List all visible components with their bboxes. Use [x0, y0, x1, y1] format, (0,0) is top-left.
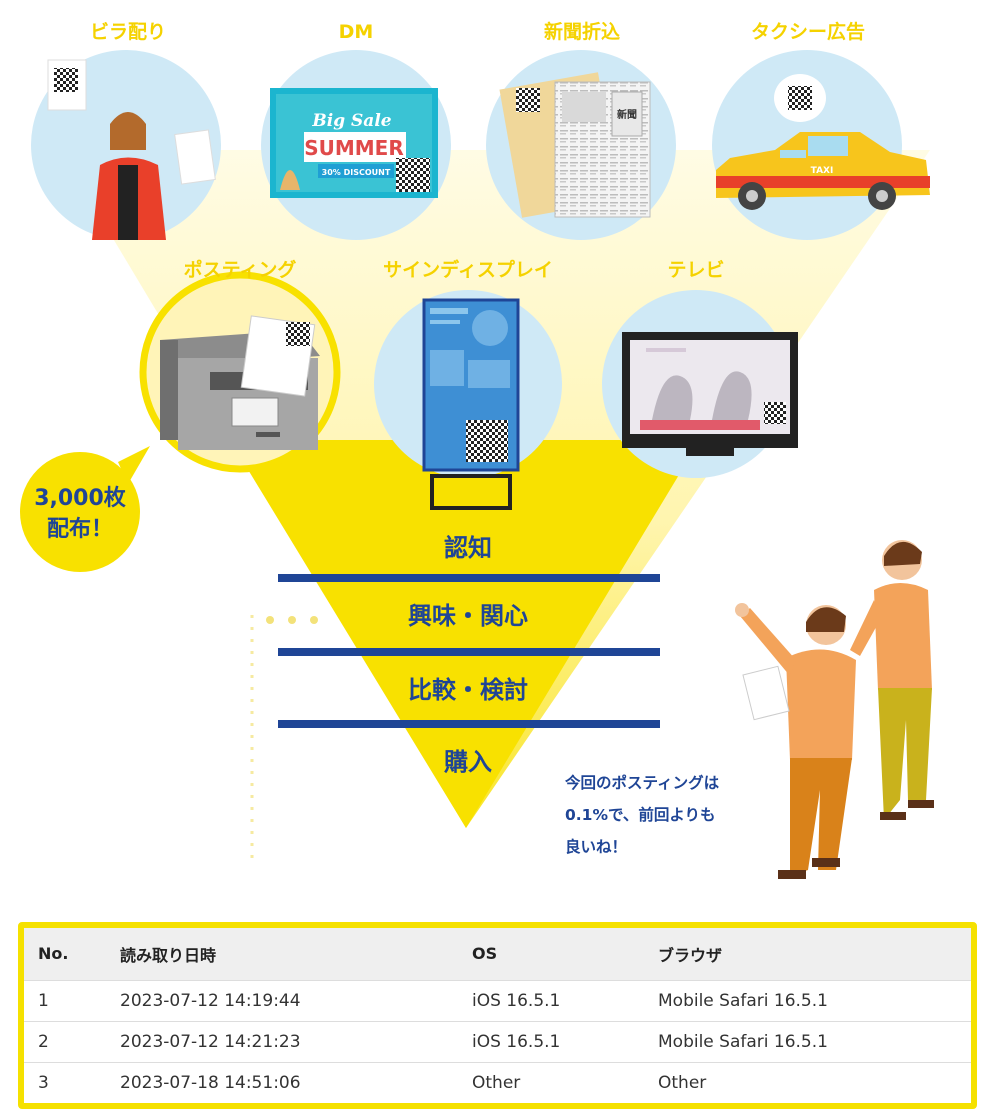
label-newspaper: 新聞折込 [544, 20, 620, 43]
label-posting: ポスティング [184, 258, 297, 281]
scan-log-table: No. 読み取り日時 OS ブラウザ 1 2023-07-12 14:19:44… [24, 928, 971, 1103]
cell-os: Other [458, 1061, 644, 1103]
analysis-comment: 今回のポスティングは 0.1%で、前回よりも 良いね！ [565, 773, 720, 856]
svg-text:Big Sale: Big Sale [311, 111, 391, 131]
table-row: 2 2023-07-12 14:21:23 iOS 16.5.1 Mobile … [24, 1020, 971, 1062]
cell-datetime: 2023-07-18 14:51:06 [106, 1061, 458, 1103]
svg-text:良いね！: 良いね！ [565, 837, 627, 856]
svg-text:0.1%で、前回よりも: 0.1%で、前回よりも [565, 805, 716, 824]
channel-taxi [712, 50, 930, 240]
channel-posting [139, 271, 341, 473]
dm-text: Big Sale SUMMER 30% DISCOUNT [304, 111, 404, 177]
funnel-stage-labels: 認知 興味・関心 比較・検討 購入 [408, 534, 528, 776]
header-datetime: 読み取り日時 [120, 945, 217, 965]
label-dm: DM [339, 21, 374, 43]
callout-count: 3,000枚 [34, 485, 126, 511]
header-no: No. [38, 944, 69, 964]
scan-log-panel: No. 読み取り日時 OS ブラウザ 1 2023-07-12 14:19:44… [18, 922, 977, 1109]
label-taxi: タクシー広告 [751, 20, 865, 43]
channel-labels: ビラ配り DM 新聞折込 タクシー広告 ポスティング サインディスプレイ テレビ [90, 20, 865, 281]
label-tv: テレビ [667, 259, 724, 281]
svg-text:今回のポスティングは: 今回のポスティングは [565, 773, 720, 792]
cell-no: 2 [24, 1020, 106, 1062]
funnel [230, 440, 700, 828]
svg-text:30% DISCOUNT: 30% DISCOUNT [322, 168, 391, 177]
svg-text:新聞: 新聞 [617, 108, 637, 121]
channel-signage [374, 290, 562, 510]
table-row: 3 2023-07-18 14:51:06 Other Other [24, 1061, 971, 1103]
cell-datetime: 2023-07-12 14:21:23 [106, 1020, 458, 1062]
callout-label: 配布！ [47, 516, 113, 542]
cell-browser: Other [644, 1061, 971, 1103]
dotted-guide [250, 615, 318, 865]
stage-purchase: 購入 [444, 748, 492, 776]
stage-comparison: 比較・検討 [408, 676, 528, 704]
channel-tv [602, 290, 798, 478]
channel-newspaper [486, 50, 676, 240]
header-browser: ブラウザ [658, 945, 723, 965]
table-header-row: No. 読み取り日時 OS ブラウザ [24, 928, 971, 980]
stage-interest: 興味・関心 [408, 602, 528, 630]
channel-flyer [31, 50, 221, 240]
table-row: 1 2023-07-12 14:19:44 iOS 16.5.1 Mobile … [24, 979, 971, 1021]
cell-os: iOS 16.5.1 [458, 1020, 644, 1062]
newspaper-text: 新聞 [617, 108, 637, 121]
taxi-text: TAXI [811, 166, 834, 176]
stage-awareness: 認知 [444, 534, 492, 562]
label-signage: サインディスプレイ [383, 258, 553, 281]
svg-text:TAXI: TAXI [811, 166, 834, 176]
cell-browser: Mobile Safari 16.5.1 [644, 1020, 971, 1062]
cell-browser: Mobile Safari 16.5.1 [644, 979, 971, 1021]
cell-os: iOS 16.5.1 [458, 979, 644, 1021]
people-illustration [735, 540, 934, 879]
channel-dm [261, 50, 451, 240]
cell-no: 1 [24, 979, 106, 1021]
distribution-callout: 3,000枚 配布！ [20, 446, 150, 572]
stage-dividers [278, 574, 660, 728]
svg-text:SUMMER: SUMMER [304, 136, 404, 160]
header-os: OS [472, 944, 498, 964]
label-flyer: ビラ配り [90, 21, 166, 43]
cell-datetime: 2023-07-12 14:19:44 [106, 979, 458, 1021]
cell-no: 3 [24, 1061, 106, 1103]
